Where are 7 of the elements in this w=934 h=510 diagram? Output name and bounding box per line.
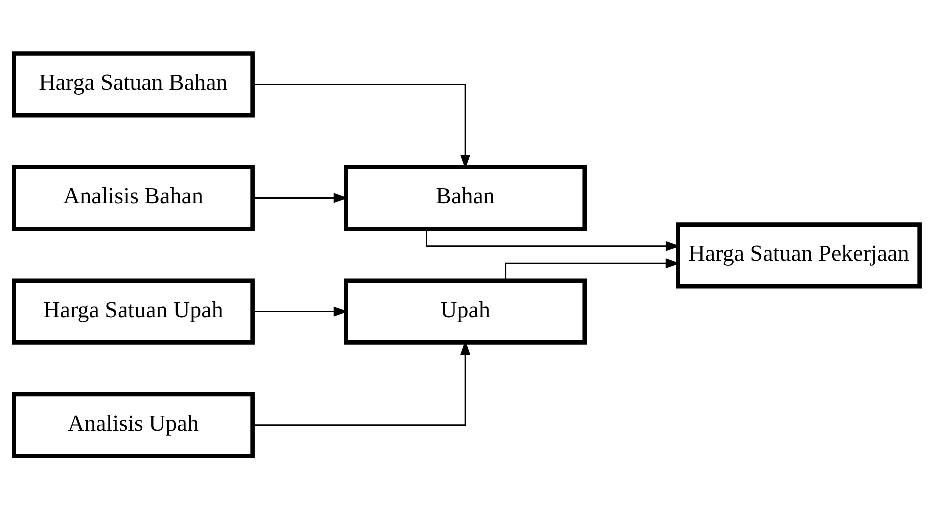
node-box: Analisis Upah xyxy=(12,392,255,458)
node-box: Analisis Bahan xyxy=(12,165,255,232)
node-box: Harga Satuan Upah xyxy=(12,278,255,345)
node-box: Upah xyxy=(344,278,588,345)
node-box: Harga Satuan Pekerjaan xyxy=(676,222,922,289)
node-box: Harga Satuan Bahan xyxy=(12,52,255,118)
node-box: Bahan xyxy=(344,165,588,232)
